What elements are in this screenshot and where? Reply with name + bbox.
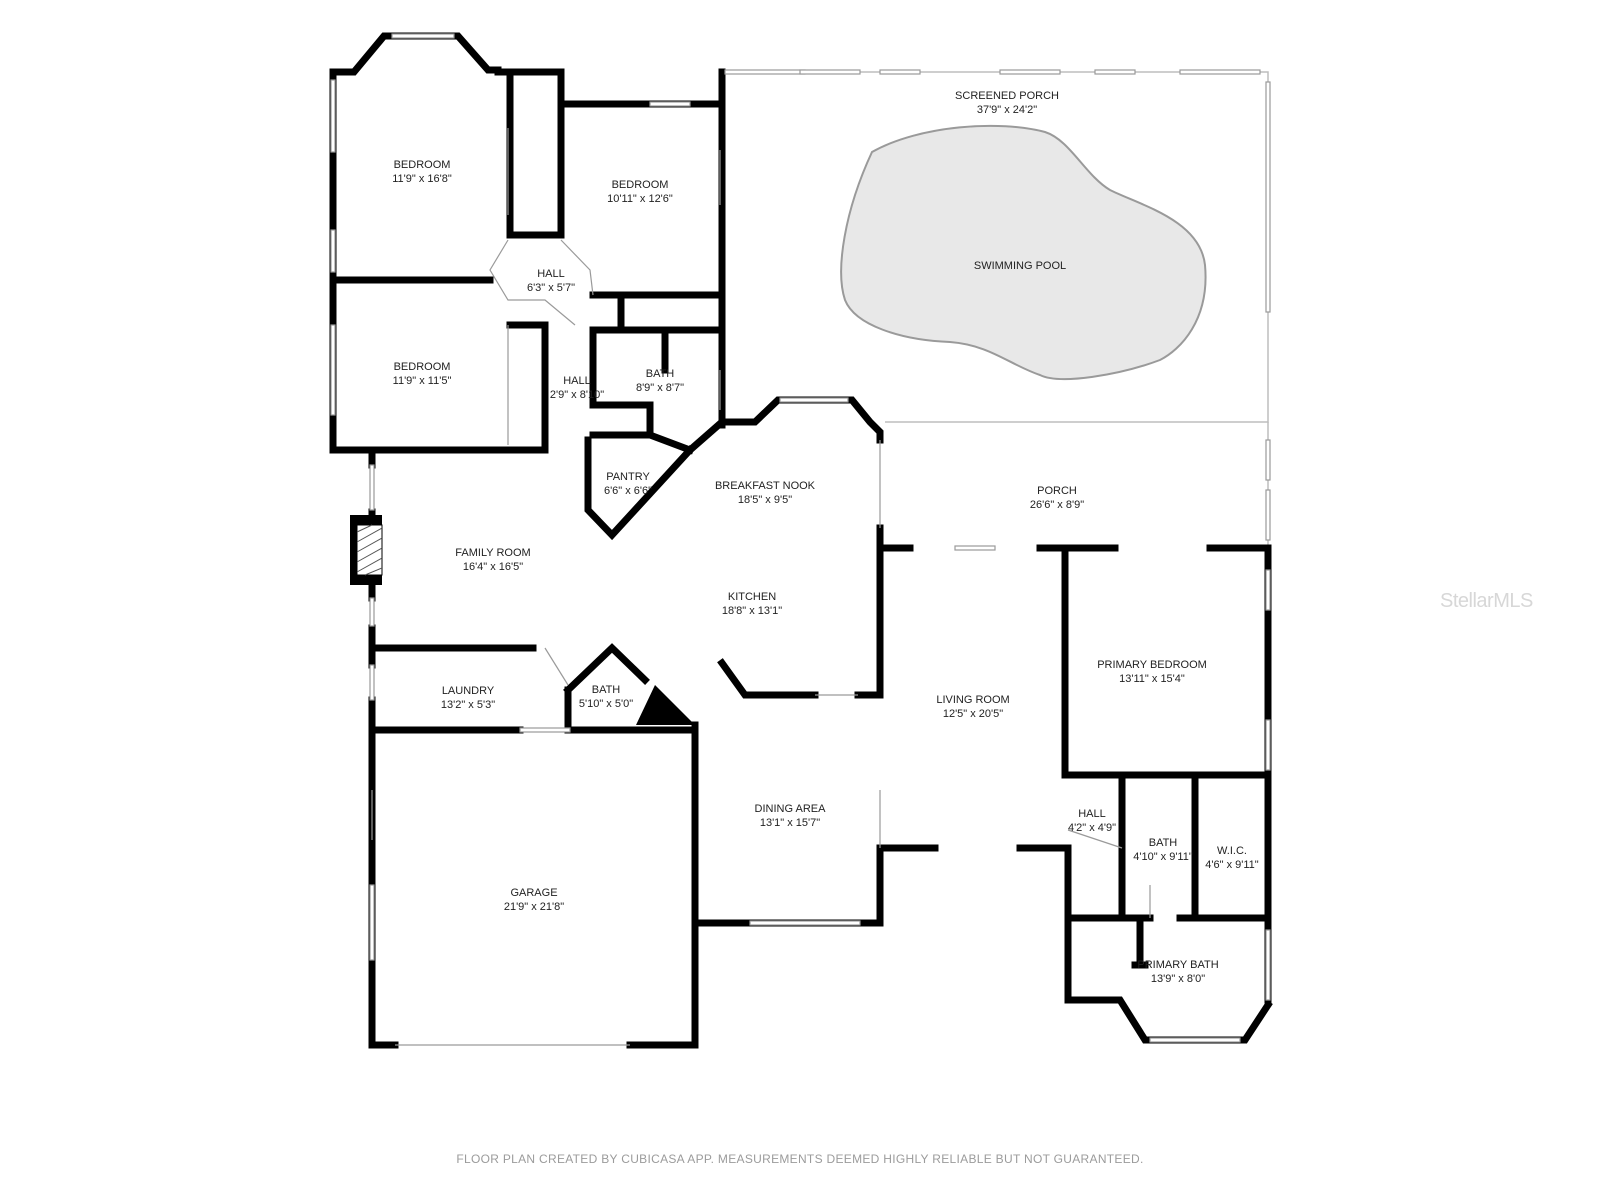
openings — [371, 128, 1151, 1046]
wall-wedge — [636, 685, 695, 725]
watermark: StellarMLS — [1440, 590, 1533, 612]
room-walk-in-closet: W.I.C.4'6" x 9'11" — [1205, 845, 1259, 871]
walls — [329, 32, 1273, 1049]
swimming-pool-shape — [840, 124, 1207, 380]
room-swimming-pool: SWIMMING POOL — [973, 260, 1067, 272]
fireplace-icon — [350, 515, 383, 585]
footer-disclaimer: FLOOR PLAN CREATED BY CUBICASA APP. MEAS… — [456, 1152, 1144, 1166]
windows — [330, 33, 1271, 1043]
